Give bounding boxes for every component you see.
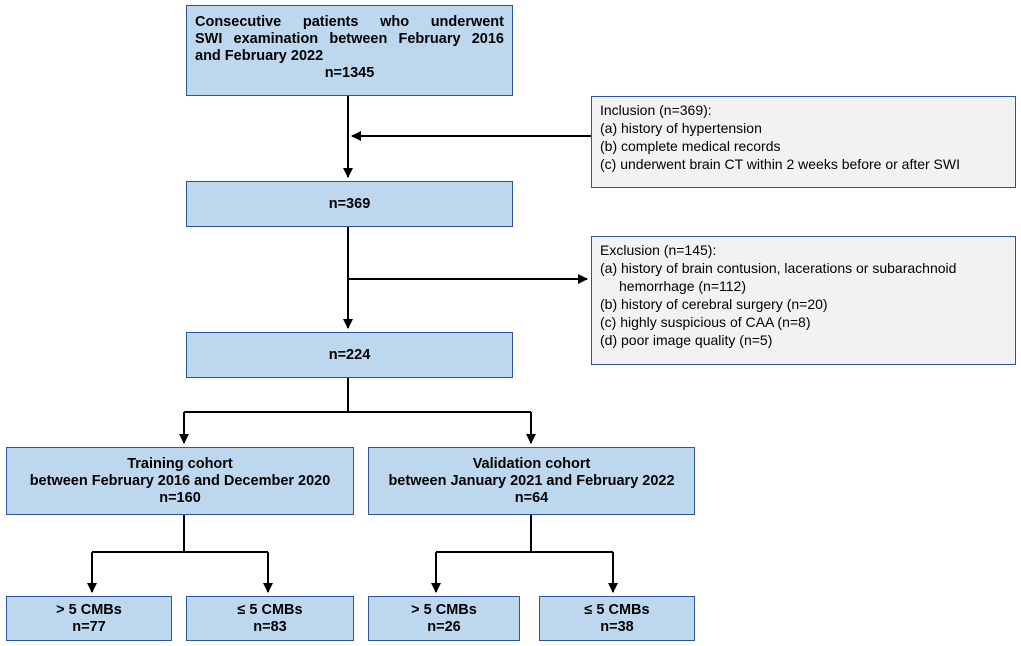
exclusion-criteria-box: Exclusion (n=145): (a) history of brain … [591,236,1016,365]
training-cohort-box: Training cohort between February 2016 an… [6,447,354,515]
validation-period: between January 2021 and February 2022 [388,472,675,489]
validation-low-label: ≤ 5 CMBs [584,601,650,618]
exclusion-item: (c) highly suspicious of CAA (n=8) [600,314,811,330]
final-cohort-box: n=224 [186,332,513,378]
validation-low-cmb-box: ≤ 5 CMBs n=38 [539,596,695,641]
start-count: n=1345 [324,65,375,81]
training-period: between February 2016 and December 2020 [29,472,331,489]
included-box: n=369 [186,181,513,227]
inclusion-criteria-box: Inclusion (n=369): (a) history of hypert… [591,96,1016,188]
validation-low-count: n=38 [600,618,634,635]
inclusion-item: (b) complete medical records [600,138,781,154]
included-count: n=369 [328,195,371,212]
exclusion-item: (a) history of brain contusion, lacerati… [600,260,957,276]
start-box: Consecutive patients who underwent SWI e… [186,5,513,96]
start-line-2: SWI examination between February 2016 [195,31,504,47]
inclusion-item: (c) underwent brain CT within 2 weeks be… [600,156,961,172]
training-low-label: ≤ 5 CMBs [237,601,303,618]
training-high-label: > 5 CMBs [56,601,122,618]
inclusion-title: Inclusion (n=369): [600,102,712,118]
validation-high-cmb-box: > 5 CMBs n=26 [368,596,520,641]
exclusion-item: (d) poor image quality (n=5) [600,332,773,348]
training-low-cmb-box: ≤ 5 CMBs n=83 [186,596,354,641]
validation-title: Validation cohort [472,455,591,472]
training-low-count: n=83 [253,618,287,635]
start-line-3: and February 2022 [195,48,324,64]
validation-high-count: n=26 [427,618,461,635]
validation-cohort-box: Validation cohort between January 2021 a… [368,447,695,515]
training-title: Training cohort [127,455,233,472]
training-count: n=160 [159,489,201,506]
exclusion-item: hemorrhage (n=112) [619,278,746,294]
exclusion-item: (b) history of cerebral surgery (n=20) [600,296,828,312]
validation-count: n=64 [514,489,549,506]
training-high-count: n=77 [72,618,106,635]
start-line-1: Consecutive patients who underwent [195,14,504,30]
exclusion-title: Exclusion (n=145): [600,242,717,258]
final-cohort-count: n=224 [328,346,371,363]
validation-high-label: > 5 CMBs [411,601,477,618]
inclusion-item: (a) history of hypertension [600,120,762,136]
training-high-cmb-box: > 5 CMBs n=77 [6,596,172,641]
